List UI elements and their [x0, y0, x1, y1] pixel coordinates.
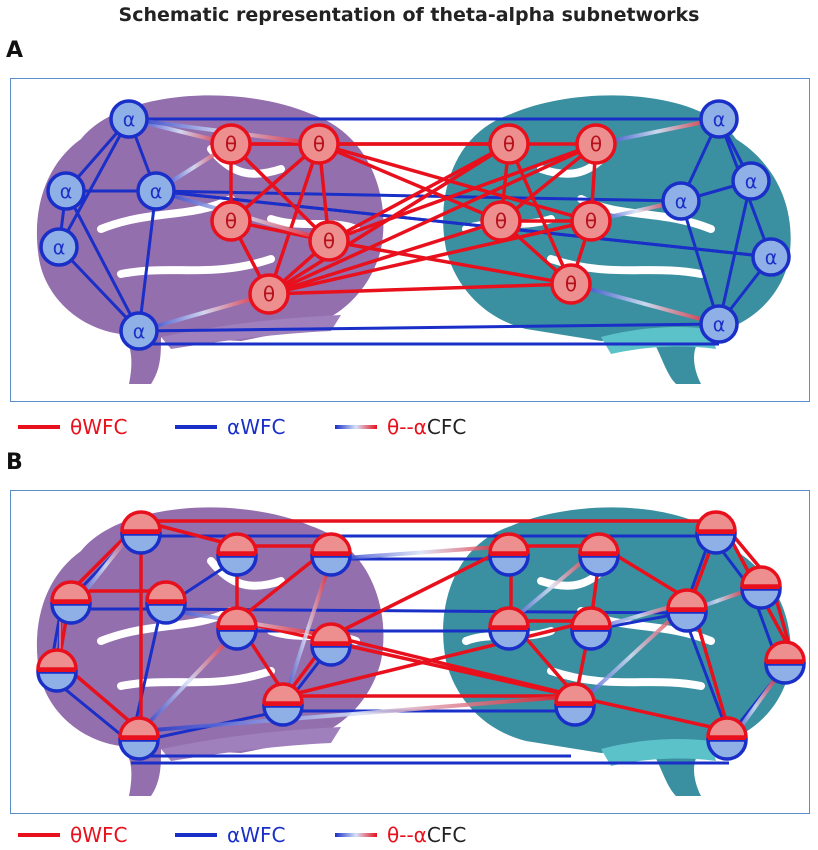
legend-cfc-symbols: θ--α — [387, 823, 427, 847]
alpha-node-label: α — [150, 181, 163, 203]
legend-alpha-line — [175, 833, 217, 837]
alpha-node-label: α — [123, 109, 136, 131]
legend-cfc-text: CFC — [426, 415, 467, 439]
theta-alpha-node — [706, 716, 748, 761]
theta-node-label: θ — [565, 272, 577, 296]
theta-alpha-node — [216, 532, 258, 577]
panel-b-legend: θ WFC α WFC θ--α CFC — [10, 820, 808, 850]
alpha-node: α — [39, 227, 79, 267]
legend-alpha-text: WFC — [240, 823, 286, 847]
theta-node: θ — [570, 200, 612, 242]
legend-alpha-wfc: α WFC — [175, 412, 285, 442]
panel-a-label: A — [6, 38, 24, 63]
theta-alpha-node — [310, 622, 352, 667]
theta-node: θ — [210, 200, 252, 242]
legend-cfc-line — [335, 833, 377, 837]
theta-alpha-node — [50, 580, 92, 625]
legend-theta-wfc: θ WFC — [18, 412, 128, 442]
theta-alpha-node — [262, 682, 304, 727]
legend-alpha-symbol: α — [227, 415, 241, 439]
theta-alpha-nodes — [36, 510, 806, 761]
theta-node-label: θ — [313, 132, 325, 156]
theta-alpha-node — [695, 510, 737, 555]
theta-node: θ — [248, 273, 290, 315]
theta-alpha-node — [666, 588, 708, 633]
theta-alpha-node — [740, 565, 782, 610]
legend-cfc-symbols: θ--α — [387, 415, 427, 439]
legend-alpha-text: WFC — [240, 415, 286, 439]
theta-node: θ — [210, 123, 252, 165]
alpha-node: α — [109, 99, 149, 139]
figure-title: Schematic representation of theta-alpha … — [118, 4, 700, 26]
panel-a-diagram: α α α α α α α α α α θ θ θ θ θ θ θ θ θ θ — [36, 95, 791, 385]
theta-node: θ — [480, 200, 522, 242]
theta-node-label: θ — [225, 209, 237, 233]
alpha-node: α — [46, 171, 86, 211]
theta-node: θ — [488, 123, 530, 165]
alpha-nodes: α α α α α α α α α α — [39, 99, 791, 351]
alpha-node-label: α — [60, 181, 73, 203]
legend-theta-symbol: θ — [70, 823, 83, 847]
alpha-node-label: α — [675, 191, 688, 213]
theta-alpha-node — [216, 606, 258, 651]
alpha-node: α — [699, 304, 739, 344]
panel-b-diagram — [36, 507, 806, 796]
alpha-node-label: α — [745, 171, 758, 193]
legend-theta-text: WFC — [82, 823, 128, 847]
theta-node-label: θ — [263, 282, 275, 306]
theta-alpha-node — [488, 532, 530, 577]
theta-alpha-node — [36, 648, 78, 693]
legend-theta-symbol: θ — [70, 415, 83, 439]
legend-theta-line — [18, 833, 60, 837]
theta-alpha-node — [118, 716, 160, 761]
legend-theta-text: WFC — [82, 415, 128, 439]
theta-node-label: θ — [323, 229, 335, 253]
theta-node-label: θ — [503, 132, 515, 156]
alpha-node-label: α — [53, 237, 66, 259]
theta-node: θ — [298, 123, 340, 165]
alpha-node: α — [136, 171, 176, 211]
panel-b-label: B — [6, 450, 23, 475]
theta-alpha-node — [145, 580, 187, 625]
legend-cfc-line — [335, 425, 377, 429]
alpha-node: α — [731, 161, 771, 201]
alpha-node-label: α — [713, 109, 726, 131]
theta-alpha-node — [578, 532, 620, 577]
panel-a-legend: θ WFC α WFC θ--α CFC — [10, 412, 808, 442]
theta-alpha-node — [120, 510, 162, 555]
legend-cfc: θ--α CFC — [335, 412, 466, 442]
alpha-node-label: α — [133, 321, 146, 343]
legend-alpha-wfc: α WFC — [175, 820, 285, 850]
theta-alpha-node — [488, 606, 530, 651]
legend-cfc-text: CFC — [426, 823, 467, 847]
panel-b — [10, 490, 810, 814]
theta-node-label: θ — [225, 132, 237, 156]
panel-a: α α α α α α α α α α θ θ θ θ θ θ θ θ θ θ — [10, 78, 810, 402]
brain-left-icon — [36, 95, 384, 385]
legend-theta-wfc: θ WFC — [18, 820, 128, 850]
legend-alpha-line — [175, 425, 217, 429]
alpha-node-label: α — [765, 247, 778, 269]
theta-node: θ — [575, 123, 617, 165]
theta-node: θ — [308, 220, 350, 262]
alpha-node: α — [119, 311, 159, 351]
legend-theta-line — [18, 425, 60, 429]
theta-alpha-node — [764, 640, 806, 685]
alpha-node: α — [751, 237, 791, 277]
theta-node-label: θ — [590, 132, 602, 156]
theta-alpha-node — [554, 682, 596, 727]
theta-node-label: θ — [585, 209, 597, 233]
legend-alpha-symbol: α — [227, 823, 241, 847]
theta-alpha-node — [310, 532, 352, 577]
alpha-node-label: α — [713, 314, 726, 336]
theta-node: θ — [550, 263, 592, 305]
legend-cfc: θ--α CFC — [335, 820, 466, 850]
theta-node-label: θ — [495, 209, 507, 233]
alpha-node: α — [699, 99, 739, 139]
theta-nodes: θ θ θ θ θ θ θ θ θ θ — [210, 123, 617, 315]
alpha-node: α — [661, 181, 701, 221]
theta-alpha-node — [570, 606, 612, 651]
